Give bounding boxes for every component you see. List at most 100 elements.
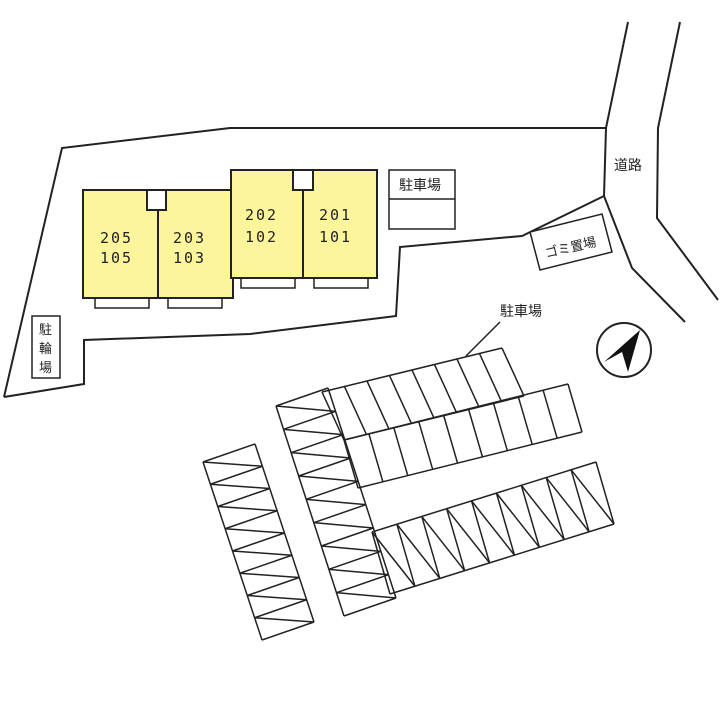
parking-stall-line [478,353,503,402]
parking-stall-diagonal [306,498,366,506]
parking-stall-line [445,508,466,571]
compass-needle [604,330,640,372]
road-edge-right [655,21,719,301]
parking-stall-diagonal [336,591,397,599]
parking-stall-line [470,500,491,564]
parking-stall-diagonal [396,523,441,579]
parking-stall-line [321,391,345,441]
balcony [240,277,296,289]
parking-stall-line [396,524,416,587]
bicycle-parking: 駐 輪 場 [31,315,61,379]
bicycle-label-3: 場 [39,361,52,376]
parking-stall-diagonal [545,477,590,533]
parking-stall-line [545,477,565,540]
parking-stall-line [421,516,441,579]
parking-stall-diagonal [520,484,565,541]
bicycle-parking-box [31,315,61,379]
parking-stall-line [517,396,533,445]
parking-stall-diagonal [298,475,359,483]
parking-stall-line [343,439,359,489]
unit-205-105 [82,189,159,299]
parking-stall-line [520,485,541,548]
parking-stall-line [495,492,516,556]
parking-stall-diagonal [254,617,315,623]
bicycle-label-2: 輪 [39,341,52,357]
garbage-area: ゴミ置場 [529,213,613,271]
parking-stall-diagonal [232,550,292,556]
unit-203-103 [157,189,234,299]
parking-row-edge [343,383,569,441]
bicycle-label-1: 駐 [39,323,52,338]
parking-top-label: 駐車場 [399,177,441,194]
parking-stall-diagonal [210,483,270,490]
building: 205 105 203 103 202 102 201 101 [82,169,378,309]
north-arrow-icon [596,322,652,378]
road-label: 道路 [614,158,642,174]
parking-stall-diagonal [421,515,466,572]
parking-stall-line [411,369,435,419]
parking-stall-line [275,387,329,407]
parking-stall-diagonal [291,451,351,459]
parking-stall-line [328,550,382,571]
parking-row-edge [371,461,597,533]
site-boundary [3,127,606,398]
parking-stall-diagonal [495,492,540,548]
parking-stall-line [366,380,390,430]
parking-stall-line [254,599,307,619]
balcony [94,297,150,309]
parking-stall-diagonal [446,508,491,564]
parking-stall-line [343,386,368,435]
parking-stall-line [501,347,525,397]
parking-label-leader [465,321,501,357]
balcony [167,297,223,309]
parking-stall-line [283,410,336,431]
stair-box [292,169,314,191]
parking-stall-line [371,531,391,595]
stair-box [146,189,167,211]
parking-stall-diagonal [202,461,263,467]
parking-stall-line [336,573,389,594]
parking-stall-line [442,414,459,464]
parking-lot-label: 駐車場 [500,303,542,320]
parking-stall-line [247,576,300,597]
parking-stall-line [298,457,351,477]
parking-stall-line [290,433,344,454]
unit-lower-number: 105 [100,249,133,267]
garbage-area-box [529,213,613,271]
unit-upper-number: 202 [245,206,278,224]
unit-202-102 [230,169,304,279]
unit-lower-number: 102 [245,228,278,246]
unit-upper-number: 203 [173,229,206,247]
unit-upper-number: 205 [100,229,133,247]
unit-lower-number: 103 [173,249,206,267]
parking-stall-line [313,503,367,524]
parking-stall-line [261,621,315,641]
parking-stall-line [388,375,413,424]
parking-stall-line [239,554,293,574]
parking-stall-line [210,465,263,485]
parking-stall-line [202,443,256,463]
parking-stall-diagonal [321,545,381,553]
unit-lower-number: 101 [319,228,352,246]
parking-stall-line [305,480,359,501]
unit-upper-number: 201 [319,206,352,224]
parking-stall-line [224,510,278,530]
parking-stall-line [595,461,615,525]
parking-row-edge [389,523,615,595]
parking-stall-line [321,527,374,547]
parking-lot [202,347,615,641]
parking-stall-diagonal [371,531,416,587]
parking-stall-diagonal [283,428,344,436]
parking-stall-diagonal [470,500,516,556]
parking-stall-diagonal [570,469,615,525]
parking-stall-line [232,532,285,552]
parking-stall-line [217,487,270,508]
parking-box-top: 駐車場 [388,169,456,230]
parking-stall-line [433,364,458,413]
parking-stall-line [417,421,434,470]
parking-stall-line [492,402,509,451]
parking-stall-diagonal [313,521,374,529]
balcony [313,277,369,289]
parking-stall-line [567,383,583,433]
